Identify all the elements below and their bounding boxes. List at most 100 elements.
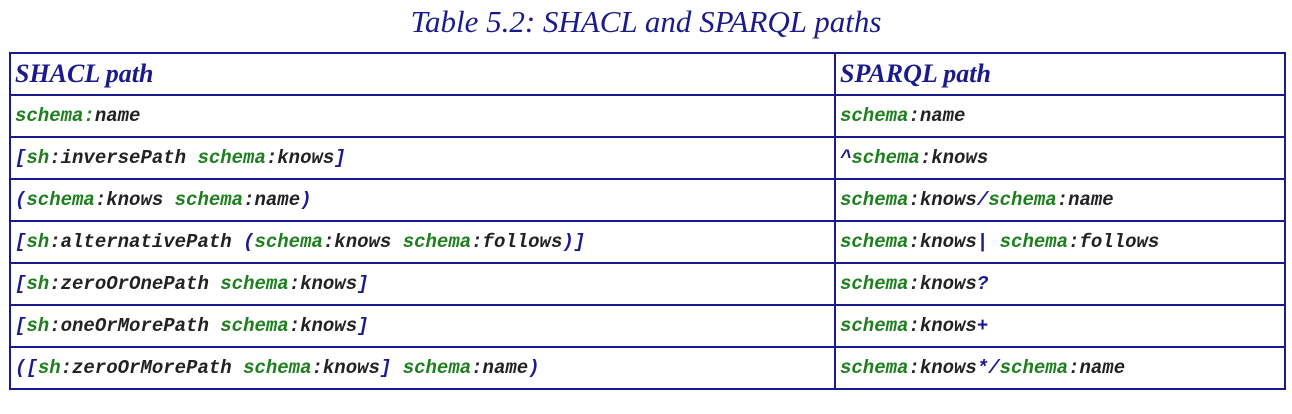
header-shacl-path: SHACL path bbox=[9, 52, 836, 96]
path-token: : bbox=[288, 273, 301, 295]
table-row: [sh:oneOrMorePath schema:knows]schema:kn… bbox=[9, 304, 1286, 348]
path-token: : bbox=[908, 231, 920, 253]
path-token: schema bbox=[254, 231, 323, 253]
path-token: : bbox=[1068, 231, 1080, 253]
path-token: knows bbox=[300, 315, 358, 337]
path-token: name bbox=[1079, 357, 1126, 379]
path-token: : bbox=[265, 147, 278, 169]
path-token: */ bbox=[976, 357, 1000, 379]
path-token: schema bbox=[197, 147, 266, 169]
path-token: knows bbox=[919, 231, 977, 253]
path-token: ] bbox=[334, 147, 346, 169]
path-token: : bbox=[94, 189, 107, 211]
path-token: schema bbox=[243, 357, 312, 379]
path-token: ? bbox=[976, 273, 989, 295]
path-token: : bbox=[908, 105, 920, 127]
path-token: schema bbox=[220, 315, 289, 337]
path-token: ([ bbox=[15, 357, 38, 379]
path-token: name bbox=[919, 105, 966, 127]
path-token: ] bbox=[379, 357, 403, 379]
path-token: schema bbox=[988, 189, 1057, 211]
path-token: | bbox=[976, 231, 1000, 253]
path-token: : bbox=[49, 273, 61, 295]
table-row: [sh:zeroOrOnePath schema:knows]schema:kn… bbox=[9, 262, 1286, 306]
path-token: : bbox=[49, 147, 61, 169]
path-token: sh bbox=[26, 231, 50, 253]
path-token: [ bbox=[15, 315, 27, 337]
sparql-path-cell: schema:knows*/schema:name bbox=[834, 346, 1286, 390]
path-token: knows bbox=[919, 315, 977, 337]
path-token: : bbox=[908, 315, 920, 337]
path-token: knows bbox=[300, 273, 358, 295]
path-token: zeroOrOnePath bbox=[60, 273, 221, 295]
path-token: : bbox=[919, 147, 932, 169]
path-token: knows bbox=[919, 273, 977, 295]
path-token: schema bbox=[220, 273, 289, 295]
shacl-path-cell: [sh:inversePath schema:knows] bbox=[9, 136, 836, 180]
path-token: schema bbox=[26, 189, 95, 211]
path-token: alternativePath bbox=[60, 231, 244, 253]
path-token: schema bbox=[840, 315, 909, 337]
path-token: schema bbox=[840, 189, 909, 211]
path-token: schema bbox=[999, 231, 1069, 253]
sparql-path-cell: schema:knows? bbox=[834, 262, 1286, 306]
path-token: inversePath bbox=[60, 147, 198, 169]
path-token: : bbox=[83, 105, 95, 127]
path-token: : bbox=[908, 273, 920, 295]
path-token: sh bbox=[26, 273, 50, 295]
sparql-path-cell: schema:knows| schema:follows bbox=[834, 220, 1286, 264]
path-token: name bbox=[482, 357, 529, 379]
path-token: knows bbox=[931, 147, 989, 169]
path-token: schema bbox=[402, 357, 472, 379]
path-token: name bbox=[254, 189, 301, 211]
path-token: : bbox=[49, 315, 61, 337]
path-token: schema bbox=[840, 105, 909, 127]
path-token: : bbox=[1068, 357, 1080, 379]
path-token: [ bbox=[15, 273, 27, 295]
shacl-path-cell: (schema:knows schema:name) bbox=[9, 178, 836, 222]
path-token: [ bbox=[15, 231, 27, 253]
path-token: ] bbox=[357, 273, 369, 295]
table-row: (schema:knows schema:name)schema:knows/s… bbox=[9, 178, 1286, 222]
shacl-path-cell: [sh:zeroOrOnePath schema:knows] bbox=[9, 262, 836, 306]
path-token: zeroOrMorePath bbox=[72, 357, 244, 379]
path-token: ) bbox=[300, 189, 312, 211]
path-token: sh bbox=[26, 147, 50, 169]
path-token: ( bbox=[15, 189, 27, 211]
path-token: : bbox=[322, 231, 335, 253]
path-token: ^ bbox=[840, 147, 852, 169]
path-token: name bbox=[94, 105, 141, 127]
sparql-path-cell: schema:name bbox=[834, 94, 1286, 138]
path-token: : bbox=[288, 315, 301, 337]
table-row: [sh:alternativePath (schema:knows schema… bbox=[9, 220, 1286, 264]
path-token: : bbox=[1056, 189, 1069, 211]
path-token: schema bbox=[999, 357, 1069, 379]
path-token: / bbox=[976, 189, 989, 211]
sparql-path-cell: schema:knows+ bbox=[834, 304, 1286, 348]
path-token: : bbox=[908, 357, 920, 379]
path-token: sh bbox=[26, 315, 50, 337]
shacl-path-cell: ([sh:zeroOrMorePath schema:knows] schema… bbox=[9, 346, 836, 390]
path-token: schema bbox=[15, 105, 84, 127]
header-sparql-path: SPARQL path bbox=[834, 52, 1286, 96]
path-token: : bbox=[908, 189, 920, 211]
table-header-row: SHACL path SPARQL path bbox=[9, 52, 1286, 96]
path-token: schema bbox=[402, 231, 472, 253]
path-token: ] bbox=[357, 315, 369, 337]
shacl-path-cell: [sh:oneOrMorePath schema:knows] bbox=[9, 304, 836, 348]
path-token: : bbox=[243, 189, 255, 211]
path-token: follows bbox=[482, 231, 563, 253]
path-token: schema bbox=[840, 273, 909, 295]
path-token: schema bbox=[840, 231, 909, 253]
path-token: [ bbox=[15, 147, 27, 169]
path-token: : bbox=[49, 231, 61, 253]
path-token: sh bbox=[37, 357, 61, 379]
path-token: follows bbox=[1079, 231, 1160, 253]
path-token: : bbox=[60, 357, 73, 379]
table-row: [sh:inversePath schema:knows]^schema:kno… bbox=[9, 136, 1286, 180]
path-token: : bbox=[471, 231, 483, 253]
path-token: : bbox=[471, 357, 483, 379]
